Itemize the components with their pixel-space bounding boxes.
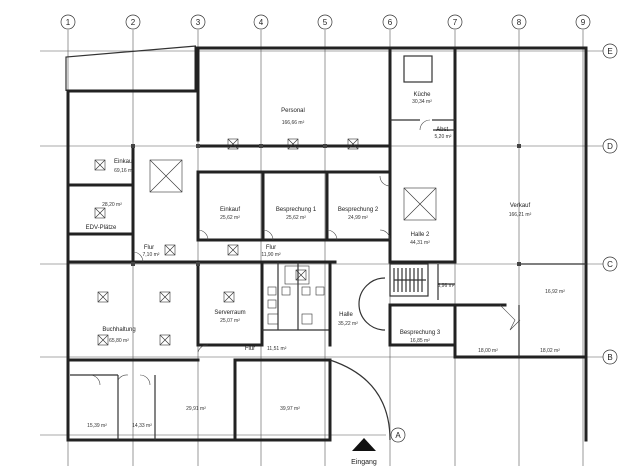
room-name-besprechung-3: Besprechung 3: [400, 330, 441, 336]
room-name-abst: Abst.: [436, 127, 450, 133]
room-area-besprechung-2: 24,99 m²: [348, 215, 368, 221]
grid-column-bubbles: 1 2 3 4 5 6 7 8 9: [60, 14, 591, 30]
room-area-einkauf-left: 69,16 m²: [114, 168, 134, 174]
room-name-halle: Halle: [339, 312, 353, 318]
room-name-halle-2: Halle 2: [411, 232, 430, 238]
room-labels: Personal 166,66 m² Küche 30,34 m² Abst. …: [86, 92, 566, 429]
room-name-edv: EDV-Plätze: [86, 225, 117, 231]
grid-column-label: 4: [259, 18, 264, 27]
room-area-verkauf-sub: 16,92 m²: [545, 289, 565, 295]
entrance-marker: Eingang: [351, 438, 377, 466]
entrance-label: Eingang: [351, 459, 377, 466]
grid-row-label: B: [607, 353, 612, 362]
room-name-serverraum: Serverraum: [214, 310, 245, 316]
entrance-arrow-icon: [352, 438, 376, 451]
room-area-besprechung-1: 25,62 m²: [286, 215, 306, 221]
room-area-halle-2: 44,31 m²: [410, 240, 430, 246]
exterior-walls: [65, 45, 588, 442]
room-name-verkauf: Verkauf: [510, 203, 531, 209]
room-area-personal: 166,66 m²: [282, 120, 305, 126]
room-name-flur-2: Flur: [266, 245, 276, 251]
room-area-flur-2: 11,90 m²: [261, 252, 281, 258]
room-name-besprechung-2: Besprechung 2: [338, 207, 379, 213]
room-area-flur-3: 11,51 m²: [267, 346, 287, 352]
grid-rows: [40, 50, 604, 436]
room-name-besprechung-1: Besprechung 1: [276, 207, 317, 213]
room-area-serverraum: 25,07 m²: [220, 318, 240, 324]
room-area-buchhaltung: 65,80 m²: [109, 338, 129, 344]
room-area-lower-mid: 18,00 m²: [478, 348, 498, 354]
column-posts: [131, 144, 521, 266]
room-name-kueche: Küche: [413, 92, 431, 98]
ceiling-fixtures: [94, 138, 437, 346]
room-area-besprechung-3: 16,85 m²: [410, 338, 430, 344]
room-area-verkauf: 166,21 m²: [509, 212, 532, 218]
grid-column-label: 8: [517, 18, 522, 27]
grid-column-label: 3: [196, 18, 201, 27]
room-name-flur-1: Flur: [144, 245, 154, 251]
room-area-flur-1: 7,10 m²: [143, 252, 160, 258]
wc-fixtures: [267, 265, 325, 325]
room-area-bottom-1: 15,39 m²: [87, 423, 107, 429]
room-area-abst: 5,20 m²: [435, 134, 452, 140]
grid-column-label: 7: [453, 18, 458, 27]
room-area-bottom-3: 29,91 m²: [186, 406, 206, 412]
stairs: [393, 268, 426, 292]
grid-column-label: 9: [581, 18, 586, 27]
grid-row-label: A: [395, 431, 401, 440]
interior-walls: [66, 46, 586, 442]
grid-column-label: 6: [388, 18, 393, 27]
room-name-einkauf: Einkauf: [220, 207, 240, 213]
grid-column-label: 1: [66, 18, 71, 27]
room-name-flur-3: Flur: [245, 346, 255, 352]
grid-row-bubbles: E D C B A: [390, 43, 618, 443]
grid-row-label: C: [607, 260, 613, 269]
room-area-lower-right: 18,02 m²: [540, 348, 560, 354]
grid-column-label: 5: [323, 18, 328, 27]
room-area-kueche: 30,34 m²: [412, 99, 432, 105]
room-area-bottom-2: 14,33 m²: [132, 423, 152, 429]
room-name-buchhaltung: Buchhaltung: [102, 327, 135, 333]
door-swings: [89, 119, 521, 386]
grid-row-label: D: [607, 142, 613, 151]
curved-walls: [329, 277, 391, 441]
room-area-halle: 35,22 m²: [338, 321, 358, 327]
room-name-einkauf-left: Einkauf: [114, 159, 134, 165]
room-area-small-store: 3,96 m²: [438, 283, 455, 289]
grid-row-label: E: [607, 47, 612, 56]
room-area-bottom-4: 39,97 m²: [280, 406, 300, 412]
room-name-personal: Personal: [281, 108, 305, 114]
room-area-einkauf: 25,62 m²: [220, 215, 240, 221]
grid-column-label: 2: [131, 18, 136, 27]
room-area-edv: 28,20 m²: [102, 202, 122, 208]
